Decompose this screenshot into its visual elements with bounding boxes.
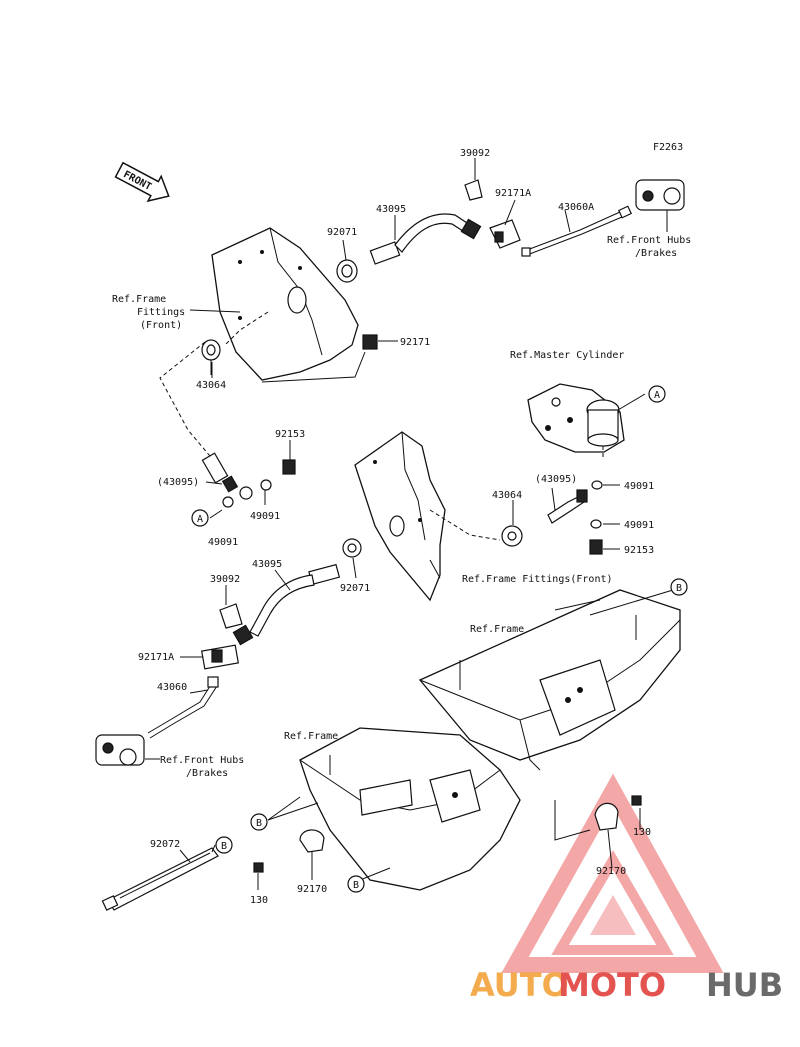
label-ref-master-cylinder: Ref.Master Cylinder <box>510 350 624 361</box>
band-92072 <box>101 847 219 911</box>
brake-hose-end-43095-left <box>201 452 253 500</box>
label-130-right: 130 <box>633 827 651 838</box>
brake-hose-43095-mid <box>232 563 341 646</box>
label-callout-b-clamp: B <box>221 841 227 852</box>
label-92072: 92072 <box>150 839 180 850</box>
label-49091-mid: 49091 <box>250 511 280 522</box>
label-ref-frame-fittings-line3: (Front) <box>140 320 182 331</box>
label-39092-mid: 39092 <box>210 574 240 585</box>
figure-code: F2263 <box>653 142 683 153</box>
label-92153-right: 92153 <box>624 545 654 556</box>
label-43064-right: 43064 <box>492 490 522 501</box>
label-callout-a-right: A <box>654 390 660 401</box>
label-callout-b-left: B <box>256 818 262 829</box>
callout-b-left-circle <box>250 813 268 831</box>
label-92170-left: 92170 <box>297 884 327 895</box>
bolt-130-left <box>253 862 264 873</box>
washer-49091-left <box>222 496 234 508</box>
callout-b-top-circle <box>670 578 688 596</box>
label-92153-left: 92153 <box>275 429 305 440</box>
washer-49091-right2 <box>590 519 602 529</box>
label-ref-front-hubs-top-line1: Ref.Front Hubs <box>607 235 691 246</box>
label-callout-b-top: B <box>676 583 682 594</box>
label-43095-paren-left: (43095) <box>157 477 199 488</box>
front-direction-arrow: FRONT <box>114 161 170 203</box>
clip-39092-upper <box>464 179 483 201</box>
clamp-92171 <box>362 334 378 350</box>
label-92171: 92171 <box>400 337 430 348</box>
callout-a-left-circle <box>191 509 209 527</box>
label-ref-frame-fittings-line1: Ref.Frame <box>112 294 166 305</box>
frame-fitting-front-mid <box>354 431 446 602</box>
label-43095-mid: 43095 <box>252 559 282 570</box>
watermark-part2: MOTO <box>558 966 666 1004</box>
label-ref-frame-fittings-front: Ref.Frame Fittings(Front) <box>462 574 613 585</box>
watermark-text: AUTO MOTO HUB <box>470 966 783 1004</box>
hose-routing-line-right <box>429 509 501 541</box>
label-ref-frame-fittings-line2: Fittings <box>137 307 185 318</box>
label-callout-a-left: A <box>197 514 203 525</box>
label-ref-front-hubs-top-line2: /Brakes <box>635 248 677 259</box>
frame-fitting-front-upper <box>211 227 359 381</box>
label-130-left: 130 <box>250 895 268 906</box>
clip-39092-mid <box>219 603 243 629</box>
label-39092-top: 39092 <box>460 148 490 159</box>
brake-hose-end-43095-right <box>547 489 588 524</box>
callout-a-right-circle <box>648 385 666 403</box>
label-43095-paren-right: (43095) <box>535 474 577 485</box>
label-92071-top: 92071 <box>327 227 357 238</box>
callout-b-clamp-circle <box>215 836 233 854</box>
label-ref-frame-low: Ref.Frame <box>284 731 338 742</box>
label-49091-left: 49091 <box>208 537 238 548</box>
label-43095-top: 43095 <box>376 204 406 215</box>
grommet-92071-upper-hole <box>341 264 353 278</box>
brake-line-43060a <box>521 205 633 257</box>
caliper-front-lower <box>95 734 145 766</box>
label-92170-right: 92170 <box>596 866 626 877</box>
bolt-92153-right <box>589 539 603 555</box>
caliper-front-upper <box>635 179 685 211</box>
brake-hose-43095-upper <box>369 213 482 265</box>
label-92071-mid: 92071 <box>340 583 370 594</box>
label-49091-right2: 49091 <box>624 520 654 531</box>
vehicle-frame-lower <box>299 589 681 891</box>
washer-49091-right1 <box>591 480 603 490</box>
hose-routing-line-left <box>159 341 216 463</box>
label-ref-front-hubs-low-line2: /Brakes <box>186 768 228 779</box>
label-43064-top: 43064 <box>196 380 226 391</box>
clamp-92170-left <box>299 829 325 853</box>
clamp-92170-right <box>594 802 619 831</box>
label-92171a-top: 92171A <box>495 188 531 199</box>
washer-49091-mid <box>260 479 272 491</box>
label-callout-b-bottom: B <box>353 880 359 891</box>
master-cylinder <box>527 383 625 453</box>
watermark-logo-graphic <box>501 773 724 973</box>
label-43060a: 43060A <box>558 202 594 213</box>
brake-line-43060 <box>147 676 219 739</box>
bolt-130-right <box>631 795 642 806</box>
watermark-part3: HUB <box>706 966 783 1004</box>
clamp-92171a-mid <box>201 644 239 670</box>
label-49091-right1: 49091 <box>624 481 654 492</box>
label-ref-front-hubs-low-line1: Ref.Front Hubs <box>160 755 244 766</box>
label-92171a-mid: 92171A <box>138 652 174 663</box>
watermark-part1: AUTO <box>470 966 569 1004</box>
clamp-92171a-upper <box>489 219 521 249</box>
callout-b-bottom-circle <box>347 875 365 893</box>
label-ref-frame-top: Ref.Frame <box>470 624 524 635</box>
bolt-92153-left <box>282 459 296 475</box>
label-43060: 43060 <box>157 682 187 693</box>
